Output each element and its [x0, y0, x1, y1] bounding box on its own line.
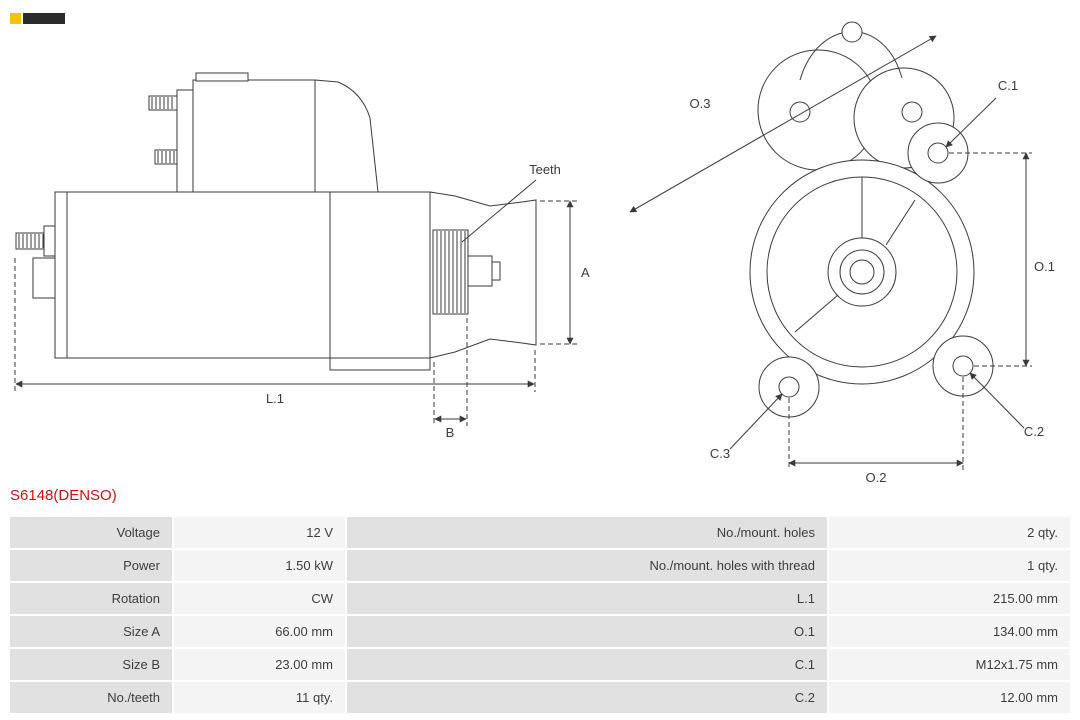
dim-l1-label: L.1 [266, 391, 284, 406]
spec-value-cell: 11 qty. [174, 682, 345, 713]
dim-c3-label: C.3 [710, 446, 730, 461]
brand-logo [10, 12, 65, 24]
spec-label-cell: No./mount. holes with thread [347, 550, 827, 581]
starter-front-view [749, 21, 994, 418]
spec-label-cell: C.1 [347, 649, 827, 680]
dim-c1-label: C.1 [998, 78, 1018, 93]
dim-b-label: B [446, 425, 455, 440]
dim-c2-label: C.2 [1024, 424, 1044, 439]
starter-side-view [15, 72, 537, 371]
dim-o2-label: O.2 [866, 470, 887, 485]
technical-drawing: Teeth A L.1 B [14, 21, 1055, 485]
spec-value-cell: M12x1.75 mm [829, 649, 1070, 680]
spec-label-cell: No./teeth [10, 682, 172, 713]
spec-label-cell: Voltage [10, 517, 172, 548]
teeth-label: Teeth [529, 162, 561, 177]
spec-value-cell: 66.00 mm [174, 616, 345, 647]
brand-logo-text-block [23, 12, 65, 24]
spec-label-cell: L.1 [347, 583, 827, 614]
spec-value-cell: 23.00 mm [174, 649, 345, 680]
spec-label-cell: C.2 [347, 682, 827, 713]
spec-value-cell: 1 qty. [829, 550, 1070, 581]
spec-label-cell: Power [10, 550, 172, 581]
spec-label-cell: No./mount. holes [347, 517, 827, 548]
spec-value-cell: 215.00 mm [829, 583, 1070, 614]
spec-value-cell: CW [174, 583, 345, 614]
spec-label-cell: Size A [10, 616, 172, 647]
spec-value-cell: 2 qty. [829, 517, 1070, 548]
dim-o1-label: O.1 [1034, 259, 1055, 274]
dim-a-label: A [581, 265, 590, 280]
spec-label-cell: Size B [10, 649, 172, 680]
spec-label-cell: O.1 [347, 616, 827, 647]
spec-value-cell: 12.00 mm [829, 682, 1070, 713]
spec-label-cell: Rotation [10, 583, 172, 614]
spec-value-cell: 134.00 mm [829, 616, 1070, 647]
brand-logo-accent-mark [10, 12, 21, 24]
side-view-dimensions: Teeth A L.1 B [14, 162, 590, 440]
spec-value-cell: 1.50 kW [174, 550, 345, 581]
dim-o3-label: O.3 [690, 96, 711, 111]
front-view-dimensions: O.3 O.1 O.2 C.1 C.3 C.2 [629, 35, 1055, 485]
spec-value-cell: 12 V [174, 517, 345, 548]
part-number: S6148(DENSO) [10, 487, 117, 504]
